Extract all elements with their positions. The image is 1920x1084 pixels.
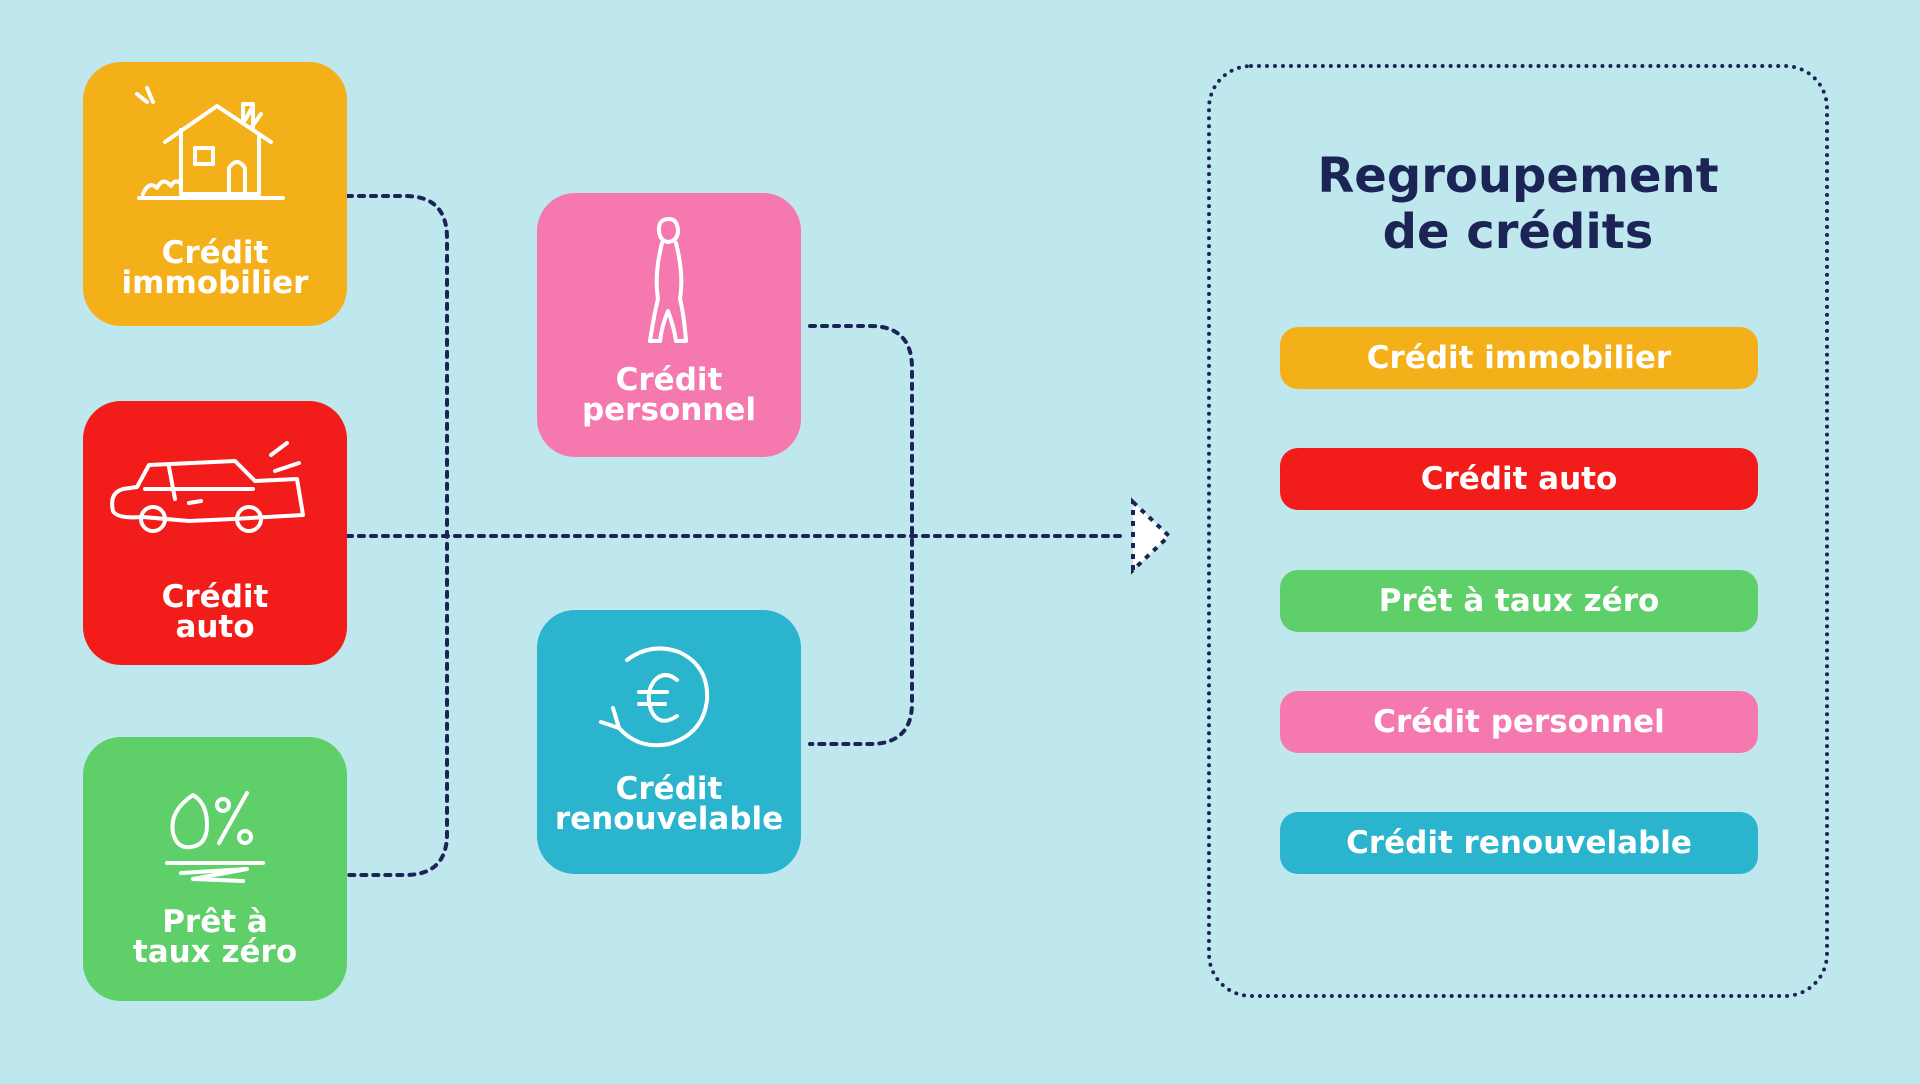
tile-credit-auto: Crédit auto [83,401,347,665]
tile-label: Crédit immobilier [121,235,309,301]
pill-pret-taux-zero: Prêt à taux zéro [1280,570,1758,632]
pill-credit-auto: Crédit auto [1280,448,1758,510]
tile-label: Crédit renouvelable [554,771,784,837]
car-icon [110,441,305,533]
house-icon [135,86,285,200]
tile-credit-renouvelable: Crédit renouvelable [537,610,801,874]
euro-cycle-icon [599,646,710,748]
panel-title: Regroupement de crédits [1317,148,1719,260]
tile-credit-personnel: Crédit personnel [537,193,801,457]
tile-label: Crédit auto [161,579,269,645]
pill-credit-immobilier: Crédit immobilier [1280,327,1758,389]
connector-personnel-renouvelable [808,324,914,746]
arrow-head [1131,497,1172,575]
tile-label: Crédit personnel [581,362,757,428]
zero-percent-icon [165,791,265,883]
regroupement-panel [1207,64,1829,998]
tile-credit-immobilier: Crédit immobilier [83,62,347,326]
tile-label: Prêt à taux zéro [132,904,298,970]
pill-credit-personnel: Crédit personnel [1280,691,1758,753]
person-icon [648,217,688,343]
tile-pret-taux-zero: Prêt à taux zéro [83,737,347,1001]
pill-credit-renouvelable: Crédit renouvelable [1280,812,1758,874]
